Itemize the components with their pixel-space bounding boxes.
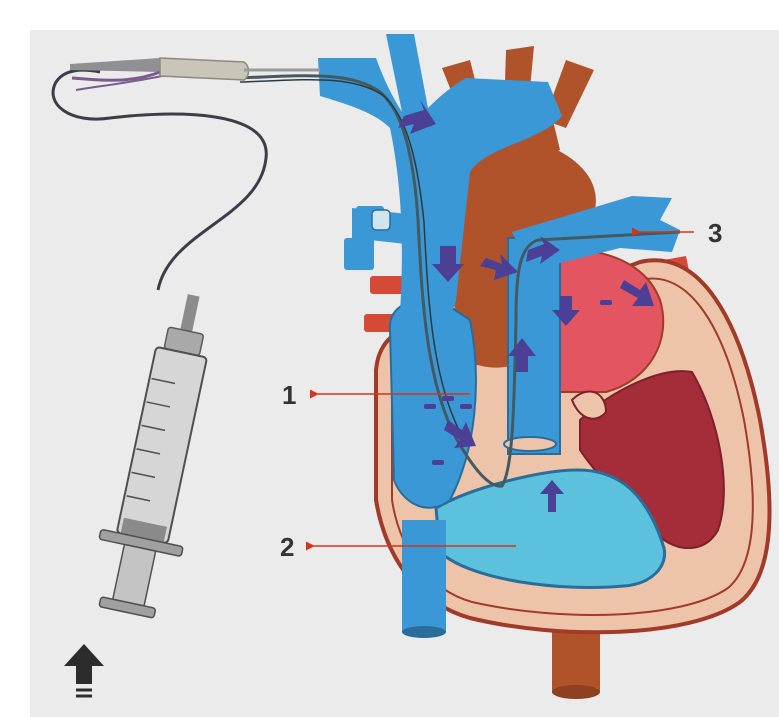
callout-3-label: 3 (708, 218, 722, 248)
catheter-tip (372, 210, 390, 230)
callout-2-label: 2 (280, 532, 294, 562)
ivc-opening (402, 626, 446, 638)
callout-1-label: 1 (282, 380, 296, 410)
inferior-vena-cava (402, 520, 446, 632)
